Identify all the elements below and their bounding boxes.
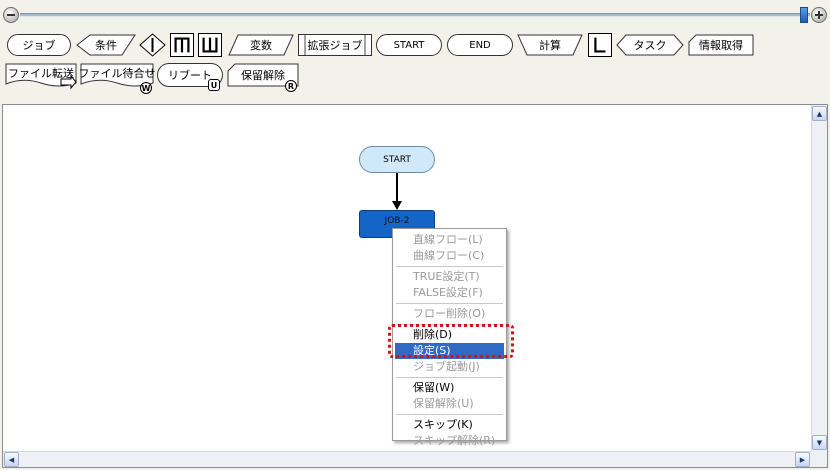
palette-job-label: ジョブ — [22, 39, 56, 52]
l-shape-icon — [594, 37, 606, 53]
parallelogram-shape-icon — [228, 34, 294, 56]
horizontal-scrollbar[interactable]: ◀ ▶ — [3, 451, 811, 467]
palette-file-wait[interactable]: ファイル待合せ W — [78, 63, 156, 94]
zoom-thumb[interactable] — [800, 7, 808, 23]
palette-report[interactable]: リブート U — [157, 63, 223, 91]
menu-item-settings[interactable]: 設定(S) — [395, 343, 504, 359]
vertical-scrollbar[interactable]: ▲ ▼ — [811, 105, 827, 451]
menu-item-flow-delete[interactable]: フロー削除(O) — [413, 307, 486, 320]
palette-condition-label: 条件 — [95, 39, 117, 52]
scroll-right-icon[interactable]: ▶ — [795, 452, 810, 467]
palette-start-label: START — [393, 39, 425, 51]
start-node[interactable]: START — [359, 146, 435, 173]
menu-item-job-start[interactable]: ジョブ起動(J) — [413, 360, 480, 373]
palette-file-wait-label: ファイル待合せ — [78, 67, 156, 80]
report-badge-icon: U — [208, 79, 220, 91]
context-menu: 直線フロー(L) 曲線フロー(C) TRUE設定(T) FALSE設定(F) フ… — [392, 228, 507, 447]
start-node-label: START — [383, 154, 411, 165]
diamond-shape-icon — [76, 34, 136, 56]
palette-ext-job[interactable]: 拡張ジョブ — [298, 34, 372, 56]
zoom-in-icon[interactable] — [811, 7, 827, 23]
scroll-up-icon[interactable]: ▲ — [812, 106, 827, 121]
zoom-out-icon[interactable] — [3, 7, 19, 23]
palette-start[interactable]: START — [376, 34, 442, 56]
ext-job-bars-icon — [304, 35, 366, 55]
wait-badge-icon: W — [140, 82, 152, 94]
hexagon-shape-icon — [616, 34, 684, 56]
loop-bottom-icon — [202, 37, 218, 53]
palette-hold-release-label: 保留解除 — [241, 69, 285, 82]
scroll-left-icon[interactable]: ◀ — [4, 452, 19, 467]
palette-info-get-label: 情報取得 — [699, 39, 743, 52]
palette-loop-top[interactable] — [170, 33, 194, 57]
menu-separator — [396, 303, 503, 304]
menu-separator — [396, 414, 503, 415]
palette-variable[interactable]: 変数 — [228, 34, 294, 56]
scroll-down-icon[interactable]: ▼ — [812, 435, 827, 450]
palette-variable-label: 変数 — [250, 39, 272, 52]
loop-top-icon — [174, 37, 190, 53]
palette-branch[interactable] — [139, 33, 166, 57]
flow-arrow-icon[interactable] — [389, 173, 405, 211]
palette-end[interactable]: END — [447, 34, 513, 56]
palette-ext-job-label: 拡張ジョブ — [307, 39, 363, 52]
palette-job[interactable]: ジョブ — [7, 34, 71, 56]
palette-task-label: タスク — [633, 39, 667, 52]
palette-report-label: リブート — [168, 69, 212, 82]
menu-item-curve-flow[interactable]: 曲線フロー(C) — [413, 249, 485, 262]
palette-file-transfer-label: ファイル転送 — [8, 67, 74, 80]
menu-item-false-setting[interactable]: FALSE設定(F) — [413, 286, 483, 299]
trapezoid-shape-icon — [517, 34, 583, 56]
palette-lock[interactable] — [588, 33, 612, 57]
info-shape-icon — [688, 34, 754, 56]
palette-end-label: END — [469, 39, 491, 51]
zoom-track[interactable] — [20, 13, 810, 17]
palette-calc[interactable]: 計算 — [517, 34, 583, 56]
menu-separator — [396, 324, 503, 325]
palette-hold-release[interactable]: 保留解除 R — [227, 63, 299, 92]
document-shape-icon — [5, 63, 77, 89]
menu-separator — [396, 266, 503, 267]
palette-calc-label: 計算 — [539, 39, 561, 52]
menu-item-delete[interactable]: 削除(D) — [413, 328, 453, 341]
menu-item-hold[interactable]: 保留(W) — [413, 381, 455, 394]
palette-condition[interactable]: 条件 — [76, 34, 136, 56]
release-badge-icon: R — [285, 80, 297, 92]
menu-item-skip[interactable]: スキップ(K) — [413, 418, 473, 431]
menu-item-hold-release[interactable]: 保留解除(U) — [413, 397, 474, 410]
zoom-slider[interactable] — [0, 0, 830, 30]
branch-icon — [139, 33, 166, 57]
scroll-corner — [811, 451, 827, 467]
palette-task[interactable]: タスク — [616, 34, 684, 56]
menu-item-skip-release[interactable]: スキップ解除(R) — [413, 434, 496, 447]
menu-item-straight-flow[interactable]: 直線フロー(L) — [413, 233, 483, 246]
menu-item-true-setting[interactable]: TRUE設定(T) — [413, 270, 480, 283]
palette-loop-bottom[interactable] — [198, 33, 222, 57]
palette-info-get[interactable]: 情報取得 — [688, 34, 754, 56]
flow-canvas[interactable]: START JOB-2 ▲ ▼ ◀ ▶ 直線フロー(L) 曲線フロー(C) TR… — [2, 104, 828, 468]
job-node-label: JOB-2 — [384, 216, 410, 226]
hold-shape-icon — [227, 63, 299, 87]
palette-file-transfer[interactable]: ファイル転送 — [5, 63, 77, 89]
menu-separator — [396, 377, 503, 378]
